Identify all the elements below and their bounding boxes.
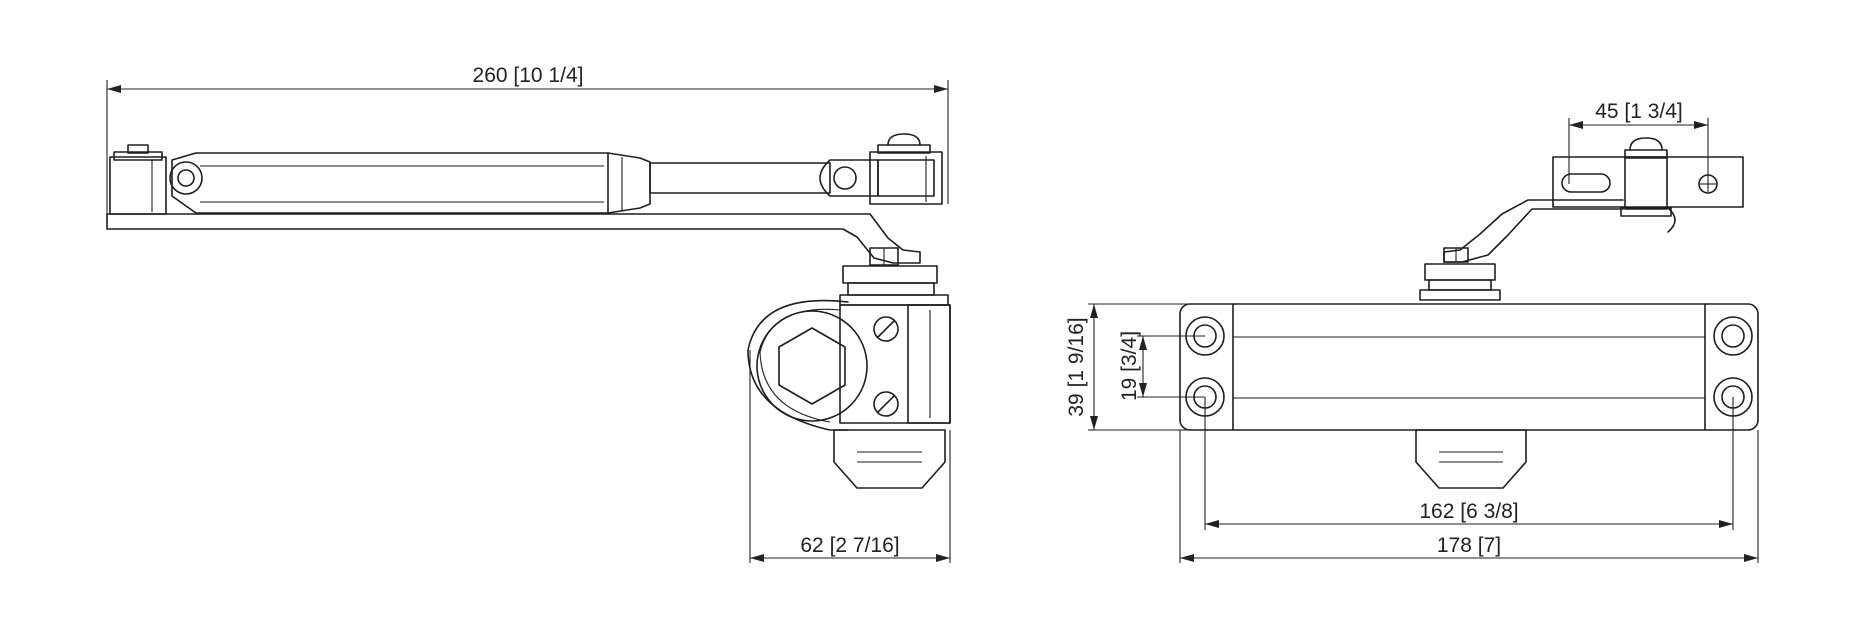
- front-flange: [1424, 263, 1496, 281]
- dim-side-arm-length-label: 260 [10 1/4]: [473, 64, 584, 87]
- front-screw-head: [1629, 137, 1663, 151]
- side-body-block: [839, 304, 951, 424]
- dim-body-height-label: 39 [1 9/16]: [1065, 317, 1088, 416]
- dim-body-length: 178 [7]: [1179, 430, 1759, 563]
- side-arm-collar: [607, 152, 651, 214]
- side-screw-top: [873, 316, 899, 342]
- front-mounting-holes: [1185, 316, 1753, 417]
- side-cover-arc: [747, 299, 849, 431]
- dim-body-height: 39 [1 9/16]: [1065, 303, 1190, 431]
- dim-hole-spacing-horizontal-label: 162 [6 3/8]: [1419, 500, 1518, 523]
- dim-hole-spacing-horizontal: 162 [6 3/8]: [1204, 397, 1734, 530]
- front-slot: [1561, 173, 1611, 193]
- dim-hole-spacing-vertical-label: 19 [3/4]: [1118, 331, 1141, 401]
- front-pivot-ring: [1667, 207, 1676, 233]
- side-left-bracket: [109, 156, 167, 215]
- dim-side-depth: 62 [2 7/16]: [749, 350, 951, 563]
- side-left-bracket-cap: [113, 151, 163, 161]
- dim-arm-slot-spacing: 45 [1 3/4]: [1568, 100, 1709, 184]
- side-left-bracket-nut: [127, 144, 149, 154]
- side-hex-nut: [778, 327, 846, 405]
- side-extension-rod: [649, 162, 831, 194]
- dim-side-arm-length: 260 [10 1/4]: [106, 64, 949, 214]
- side-arm-tube: [171, 152, 609, 214]
- side-main-arm: [106, 213, 921, 264]
- front-body: [1179, 303, 1759, 431]
- side-valve-circle: [756, 310, 868, 422]
- front-bent-arm: [1443, 199, 1624, 263]
- side-right-bracket: [869, 151, 943, 205]
- front-center-block: [1624, 156, 1668, 210]
- side-lower-cap: [833, 429, 946, 489]
- dim-body-length-label: 178 [7]: [1437, 534, 1501, 557]
- side-screw-bottom: [873, 391, 899, 417]
- side-view: [106, 133, 951, 489]
- front-view: [1179, 137, 1759, 489]
- front-bottom-cap: [1415, 429, 1527, 489]
- side-right-screw-head: [887, 133, 921, 146]
- dim-arm-slot-spacing-label: 45 [1 3/4]: [1595, 100, 1683, 123]
- side-flange: [842, 265, 938, 284]
- side-pivot-ring: [169, 161, 203, 195]
- dim-side-depth-label: 62 [2 7/16]: [800, 534, 899, 557]
- dim-hole-spacing-vertical: 19 [3/4]: [1118, 331, 1205, 401]
